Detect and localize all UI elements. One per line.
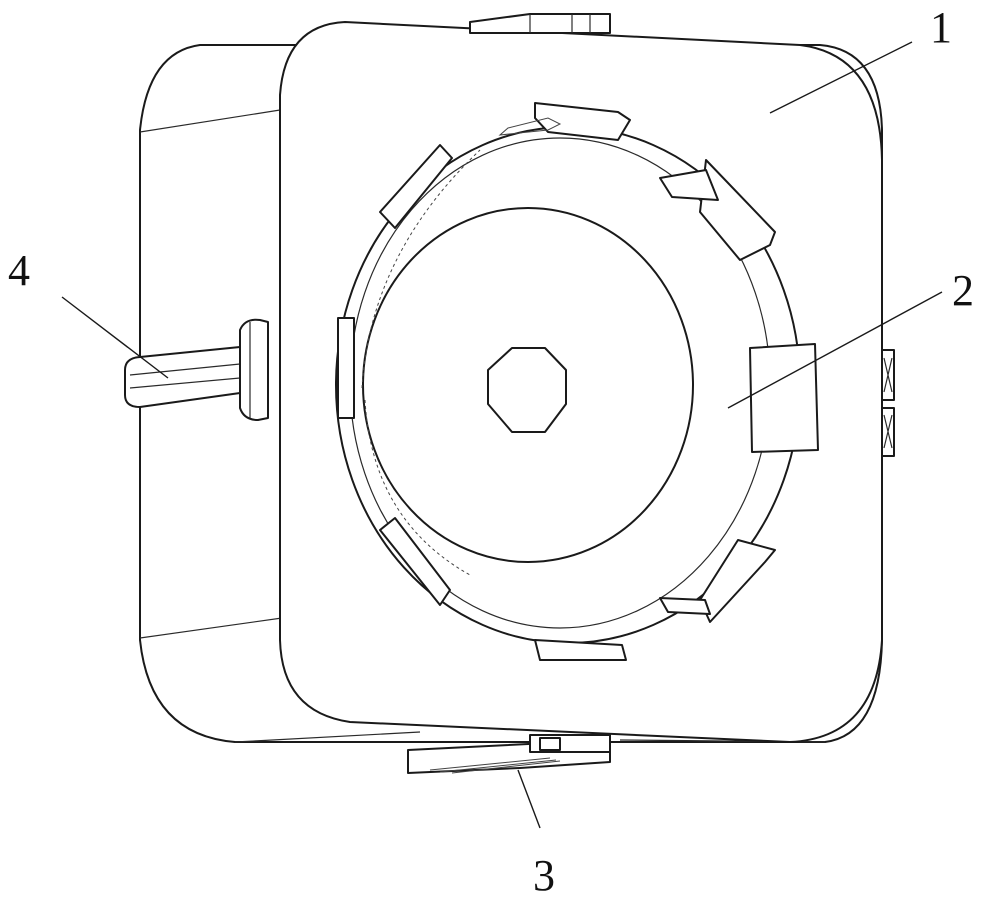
left-stud bbox=[124, 318, 269, 421]
callout-label-2: 2 bbox=[952, 266, 974, 315]
callout-label-3: 3 bbox=[533, 851, 555, 899]
top-tab bbox=[469, 13, 611, 34]
callout-1: 1 bbox=[769, 3, 952, 114]
right-connector bbox=[881, 349, 895, 457]
callout-2: 2 bbox=[727, 266, 974, 409]
center-hub bbox=[487, 347, 567, 433]
callout-4: 4 bbox=[8, 246, 169, 379]
callout-label-1: 1 bbox=[930, 3, 952, 52]
bottom-connector bbox=[407, 734, 611, 774]
callout-3: 3 bbox=[517, 769, 555, 899]
rim-clips bbox=[337, 102, 819, 661]
callout-label-4: 4 bbox=[8, 246, 30, 295]
